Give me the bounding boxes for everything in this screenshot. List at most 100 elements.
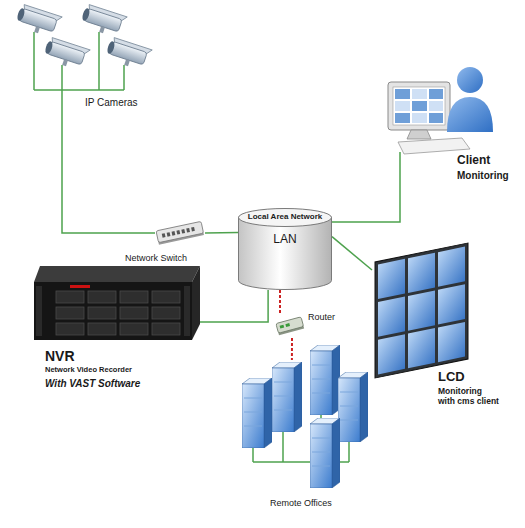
lcd-video-wall-icon <box>378 297 405 337</box>
wan-link <box>291 338 293 360</box>
nvr-recorder-icon <box>36 286 42 336</box>
remote-server-icons <box>310 418 340 488</box>
cylinder-body <box>239 217 332 290</box>
device-label: IP Cameras <box>85 97 138 109</box>
lcd-video-wall-icon <box>438 322 465 362</box>
network-title: Local Area Network <box>238 212 332 221</box>
network-switch-icon <box>191 227 195 232</box>
client-workstation-icon <box>398 138 470 154</box>
client-workstation-icon <box>429 89 443 99</box>
network-name: LAN <box>238 233 332 247</box>
ip-camera-icons <box>42 37 90 72</box>
device-title: NVR <box>45 348 75 364</box>
lan-link <box>200 290 268 322</box>
nvr-recorder-icon <box>152 291 180 303</box>
nvr-recorder-icon <box>88 291 116 303</box>
device-subtitle: Monitoring with cms client <box>438 387 500 407</box>
device-label: Remote Offices <box>270 498 332 508</box>
client-workstation-icon <box>447 97 493 132</box>
nvr-recorder-icon <box>56 291 84 303</box>
client-workstation-icon <box>412 101 427 111</box>
nvr-recorder-icon <box>34 282 192 340</box>
remote-server-icons <box>272 362 302 432</box>
lcd-video-wall: LCDMonitoring with cms client <box>372 240 470 380</box>
nvr-recorder-icon <box>88 307 116 319</box>
camera-wiring <box>98 32 100 90</box>
lan-link <box>332 237 372 270</box>
network-switch-icon <box>172 231 176 236</box>
cylinder-top <box>239 209 332 227</box>
lcd-video-wall-icon <box>375 243 468 378</box>
nvr-recorder-icon <box>88 323 116 335</box>
remote-server-icons <box>242 345 368 488</box>
lcd-video-wall-icon <box>408 290 435 330</box>
client-workstation-icon <box>429 101 443 111</box>
client-workstation-icon <box>395 89 410 99</box>
client-workstation-icon <box>388 82 450 130</box>
network-switch-icon <box>167 232 171 237</box>
server-wiring <box>252 446 254 462</box>
client-workstation-icon <box>457 67 483 93</box>
lcd-video-wall-icon <box>438 284 465 324</box>
nvr-recorder-icon <box>34 266 200 282</box>
device-title: Client <box>457 154 490 168</box>
client-workstation-icon <box>407 130 431 139</box>
lcd-video-wall-icon <box>408 253 435 293</box>
nvr-recorder: NVRNetwork Video RecorderWith VAST Softw… <box>32 262 200 342</box>
nvr-recorder-icon <box>120 291 148 303</box>
client-workstation-icon <box>395 113 410 123</box>
lan-link <box>205 232 238 234</box>
router: Router <box>276 314 304 338</box>
software-note: With VAST Software <box>45 378 140 390</box>
router-icon <box>276 317 304 335</box>
ip-camera-icons <box>14 4 62 39</box>
network-switch-icon <box>186 228 190 233</box>
camera-wiring <box>61 65 63 92</box>
router-icon <box>280 325 285 329</box>
device-label: Router <box>308 312 335 322</box>
client-workstation-icon <box>412 89 427 99</box>
nvr-recorder-icon <box>34 266 200 340</box>
camera-group: IP Cameras <box>10 0 160 92</box>
device-subtitle: Network Video Recorder <box>45 366 132 375</box>
network-switch-icon <box>176 230 180 235</box>
lcd-video-wall-icon <box>408 328 435 368</box>
client-workstation-icon <box>388 67 493 154</box>
client-workstation-icon <box>429 113 443 123</box>
server-wiring <box>348 440 350 462</box>
client-workstation-icon <box>412 113 427 123</box>
network-switch: Network Switch <box>155 220 205 246</box>
nvr-recorder-icon <box>120 323 148 335</box>
network-switch-icon <box>162 233 166 238</box>
ip-camera-icons <box>14 4 152 72</box>
camera-wiring <box>123 65 125 90</box>
lcd-video-wall-icon <box>378 259 405 299</box>
network-switch-icon <box>156 221 204 244</box>
camera-wiring <box>34 89 124 91</box>
remote-offices: Remote Offices <box>235 360 365 490</box>
nvr-recorder-icon <box>56 307 84 319</box>
router-icon <box>276 317 304 333</box>
network-switch-icon <box>156 221 203 242</box>
ip-camera-icons <box>104 37 152 72</box>
client-monitoring: ClientMonitoring <box>385 62 495 152</box>
device-subtitle: Monitoring <box>457 170 509 182</box>
nvr-recorder-icon <box>120 307 148 319</box>
device-label: Network Switch <box>125 253 187 263</box>
nvr-recorder-icon <box>152 323 180 335</box>
nvr-recorder-icon <box>70 285 90 288</box>
client-workstation-icon <box>395 101 410 111</box>
lcd-video-wall-icon <box>438 247 465 287</box>
lan-link <box>62 92 155 233</box>
camera-wiring <box>33 32 35 90</box>
router-icon <box>285 323 290 327</box>
lcd-video-wall-icon <box>375 243 468 378</box>
device-title: LCD <box>438 370 465 385</box>
wan-link <box>279 290 281 314</box>
nvr-recorder-icon <box>56 323 84 335</box>
network-switch-icon <box>181 229 185 234</box>
client-workstation-icon <box>393 87 445 125</box>
nvr-recorder-icon <box>184 286 190 336</box>
lan-link <box>332 152 400 222</box>
